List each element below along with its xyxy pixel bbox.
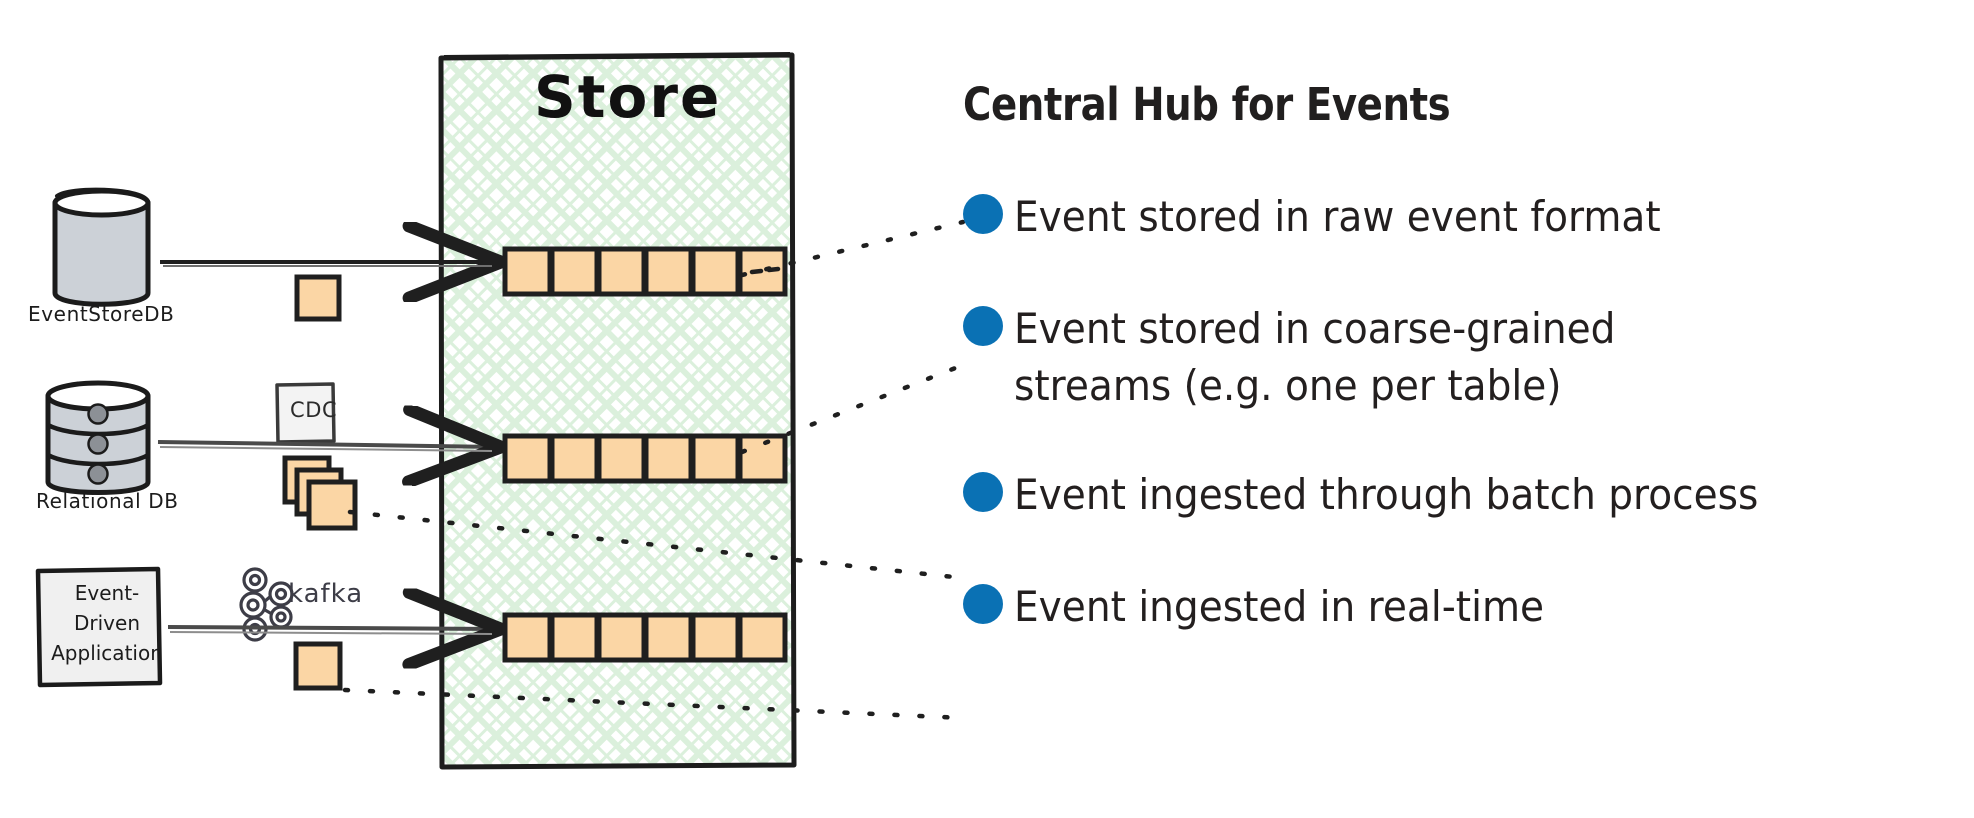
- relational-db-label: Relational DB: [36, 489, 179, 513]
- callout-line-3: [342, 687, 966, 721]
- kafka-label: kafka: [288, 579, 364, 609]
- eventstoredb-icon: [52, 187, 151, 307]
- bullet-dot-icon: [963, 584, 1003, 624]
- payload-squares-relationaldb: [282, 455, 358, 531]
- arrow-eventstoredb-to-store: [160, 262, 497, 266]
- cdc-label: CDC: [290, 398, 338, 422]
- list-item: Event ingested through batch process: [963, 466, 1814, 523]
- list-item: Event stored in coarse-grained streams (…: [963, 300, 1661, 414]
- bullet-dot-icon: [963, 472, 1003, 512]
- bullet-dot-icon: [963, 194, 1003, 234]
- store-stream-1: [502, 433, 788, 484]
- store-stream-0-last-cell: [737, 246, 788, 297]
- eventstoredb-label: EventStoreDB: [28, 302, 175, 326]
- callout-lines: [342, 219, 966, 721]
- store-stream-2: [502, 612, 788, 663]
- list-item-label: Event stored in raw event format: [1014, 192, 1661, 241]
- list-item-label: Event ingested through batch process: [1014, 470, 1759, 519]
- store-stream-0: [502, 246, 741, 297]
- list-item-label: Event ingested in real-time: [1014, 582, 1545, 631]
- callout-panel: Central Hub for Events Event stored in r…: [963, 78, 1963, 631]
- page-title: Central Hub for Events: [963, 78, 1451, 131]
- event-driven-application-icon: [35, 566, 163, 688]
- list-item-label: Event stored in coarse-grained streams (…: [1014, 304, 1616, 410]
- callout-line-1: [739, 362, 966, 455]
- list-item: Event ingested in real-time: [963, 578, 1584, 635]
- arrow-relationaldb-to-store: [157, 442, 497, 451]
- payload-square-eventstoredb: [294, 274, 342, 322]
- event-driven-application-label: Event- Driven Application: [51, 581, 163, 665]
- relational-db-icon: [45, 380, 151, 495]
- list-item: Event stored in raw event format: [963, 188, 1709, 245]
- bullet-dot-icon: [963, 306, 1003, 346]
- payload-square-eda: [293, 641, 343, 691]
- callout-line-2: [347, 509, 966, 581]
- store-title: Store: [534, 63, 722, 131]
- cdc-box-icon: [275, 382, 336, 444]
- arrow-eda-to-store: [167, 627, 497, 634]
